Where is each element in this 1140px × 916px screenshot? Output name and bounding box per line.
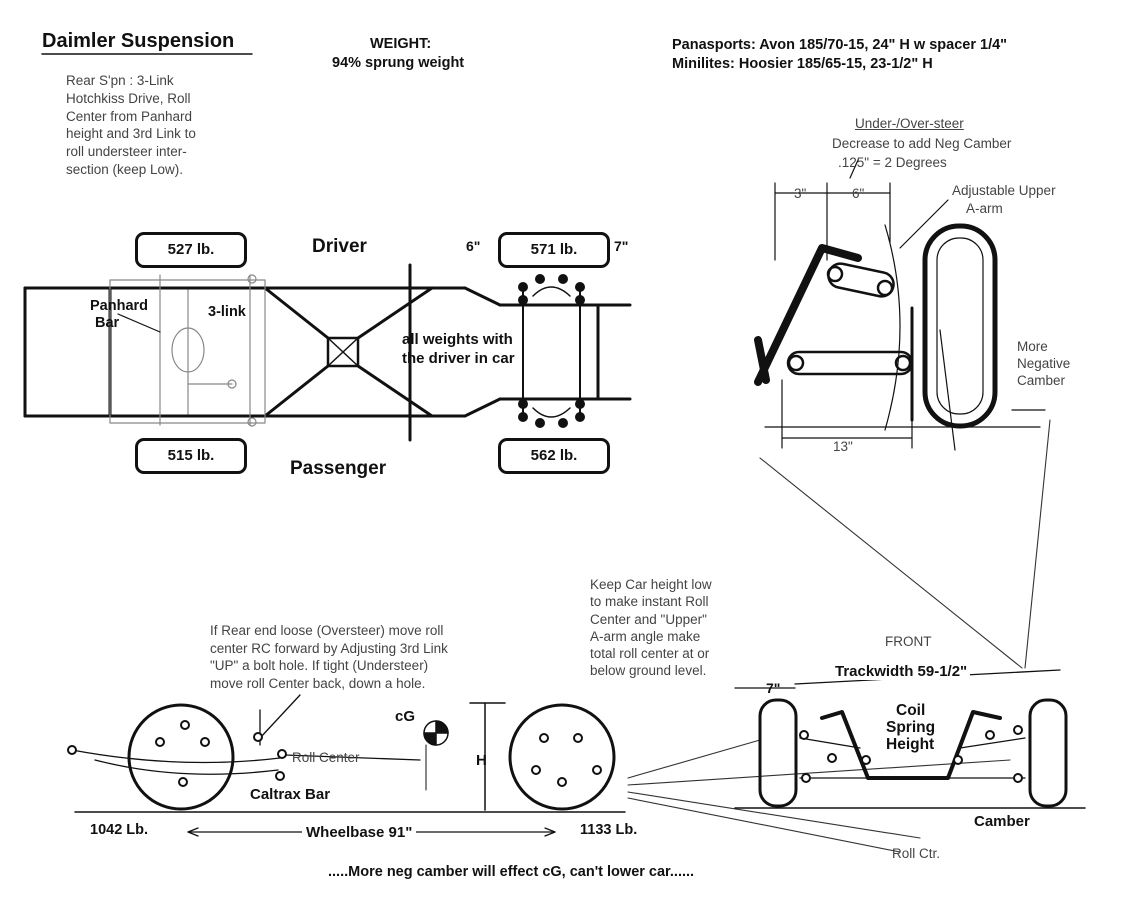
more-camber-label-2: Negative <box>1017 356 1071 371</box>
dim-6-detail: 6" <box>852 186 865 201</box>
projection-lines <box>627 419 1051 853</box>
dim-6-top: 6" <box>466 238 481 254</box>
roll-note-line: move roll Center back, down a hole. <box>210 675 426 691</box>
keep-note-line: Center and "Upper" <box>590 611 707 627</box>
more-camber-label: More <box>1017 339 1048 354</box>
dim-13: 13" <box>833 439 853 454</box>
footer-note: .....More neg camber will effect cG, can… <box>328 864 695 880</box>
rear-suspension-note: Rear S'pn : 3-Link Hotchkiss Drive, Roll… <box>66 72 236 179</box>
neg-camber-note: Decrease to add Neg Camber <box>832 136 1012 151</box>
passenger-label: Passenger <box>290 458 387 479</box>
roll-note-line: If Rear end loose (Oversteer) move roll <box>210 623 444 638</box>
keep-note-line: A-arm angle make <box>590 628 701 644</box>
dim-7-front: 7" <box>766 680 781 696</box>
upper-arm-label-2: A-arm <box>966 201 1003 216</box>
cg-label: cG <box>395 708 416 725</box>
front-label: FRONT <box>885 634 932 649</box>
tire-spec-minilites: Minilites: Hoosier 185/65-15, 23-1/2" H <box>672 56 933 72</box>
roll-center-note: If Rear end loose (Oversteer) move roll … <box>210 622 500 692</box>
keep-note-line: to make instant Roll <box>590 594 709 610</box>
panhard-bar-label-2: Bar <box>95 315 120 331</box>
height-label: H <box>476 752 487 769</box>
weight-front-driver: 571 lb. <box>498 232 610 268</box>
trackwidth-label: Trackwidth 59-1/2" <box>832 663 971 681</box>
coil-label: Coil <box>896 702 926 719</box>
weight-front-passenger: 562 lb. <box>498 438 610 474</box>
roll-center-label: Roll Center <box>292 750 360 765</box>
front-detail-lines <box>764 159 1046 451</box>
tire-spec-panasports: Panasports: Avon 185/70-15, 24" H w spac… <box>672 37 1008 53</box>
panhard-bar-label: Panhard <box>90 298 149 314</box>
rear-note-line: Rear S'pn : 3-Link <box>66 73 174 88</box>
rear-note-line: roll understeer inter- <box>66 144 187 160</box>
upper-arm-label: Adjustable Upper <box>952 183 1056 198</box>
three-link-label: 3-link <box>208 304 246 320</box>
weight-rear-driver: 527 lb. <box>135 232 247 268</box>
weight-heading: WEIGHT: <box>370 36 432 52</box>
front-detail-tire-inner <box>936 237 984 415</box>
spring-label: Spring <box>886 719 936 736</box>
front-detail-tire <box>922 223 998 429</box>
height-label-front: Height <box>886 736 935 753</box>
rear-note-line: height and 3rd Link to <box>66 126 196 142</box>
rear-note-line: Center from Panhard <box>66 108 193 124</box>
front-view-bolts <box>799 725 1023 783</box>
front-axle-weight: 1133 Lb. <box>580 822 638 838</box>
right-tire <box>1028 698 1068 808</box>
rear-spring <box>71 694 421 775</box>
roll-note-line: "UP" a bolt hole. If tight (Understeer) <box>210 658 429 674</box>
understeer-heading: Under-/Over-steer <box>855 116 964 131</box>
driver-label: Driver <box>312 236 367 257</box>
degree-note: .125" = 2 Degrees <box>838 155 947 170</box>
dim-3: 3" <box>794 186 807 201</box>
caltrax-bar-label: Caltrax Bar <box>250 786 331 803</box>
front-wheel <box>508 703 616 811</box>
wheelbase-label: Wheelbase 91" <box>302 824 417 842</box>
rear-axle-outline <box>109 274 266 427</box>
left-tire <box>758 698 798 808</box>
keep-note-line: Keep Car height low <box>590 577 712 592</box>
all-weights-note: all weights with <box>402 331 513 348</box>
front-detail-arms <box>754 244 862 386</box>
rear-note-line: Hotchkiss Drive, Roll <box>66 90 191 106</box>
rear-axle-weight: 1042 Lb. <box>90 822 149 838</box>
all-weights-note-2: the driver in car <box>402 350 515 367</box>
cg-symbol <box>423 702 506 811</box>
panhard-leader <box>117 313 161 333</box>
roll-ctr-label: Roll Ctr. <box>892 846 941 861</box>
side-view-bolts <box>67 720 602 787</box>
dim-7-top: 7" <box>614 238 629 254</box>
more-camber-label-3: Camber <box>1017 373 1066 388</box>
front-suspension-top <box>518 274 585 428</box>
chassis-frame <box>23 263 632 442</box>
front-view-arms <box>820 710 1002 780</box>
diagram-title: Daimler Suspension <box>42 30 235 52</box>
rear-wheel <box>127 703 235 811</box>
keep-height-note: Keep Car height low to make instant Roll… <box>590 576 770 680</box>
rear-note-line: section (keep Low). <box>66 162 184 178</box>
keep-note-line: below ground level. <box>590 663 707 679</box>
keep-note-line: total roll center at or <box>590 646 710 662</box>
weight-rear-passenger: 515 lb. <box>135 438 247 474</box>
weight-value: 94% sprung weight <box>332 55 465 71</box>
camber-label: Camber <box>974 813 1030 830</box>
roll-note-line: center RC forward by Adjusting 3rd Link <box>210 640 448 656</box>
